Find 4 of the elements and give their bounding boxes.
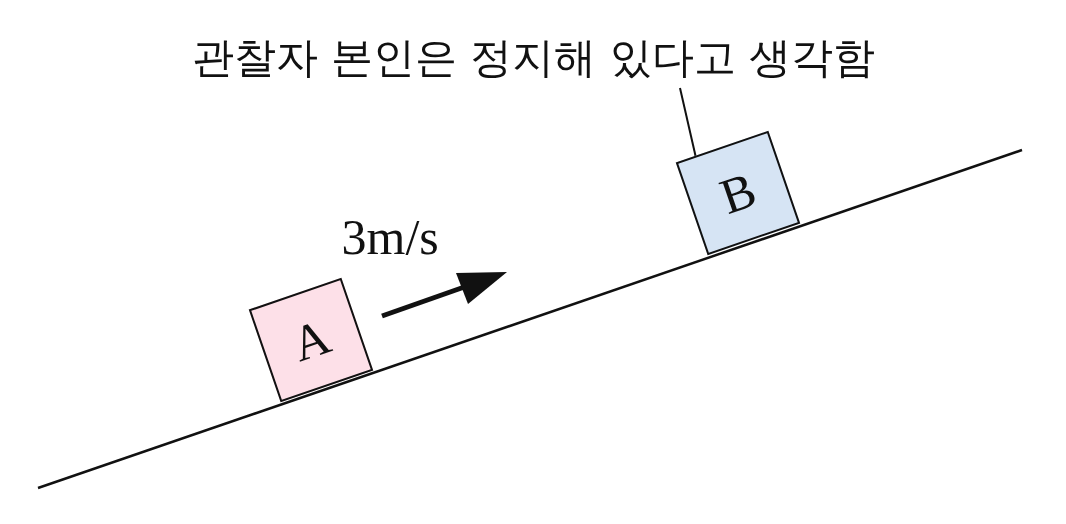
block: B [675, 130, 801, 256]
velocity-label: 3m/s [341, 208, 439, 266]
block: A [248, 277, 374, 403]
annotation-text: 관찰자 본인은 정지해 있다고 생각함 [191, 30, 875, 86]
